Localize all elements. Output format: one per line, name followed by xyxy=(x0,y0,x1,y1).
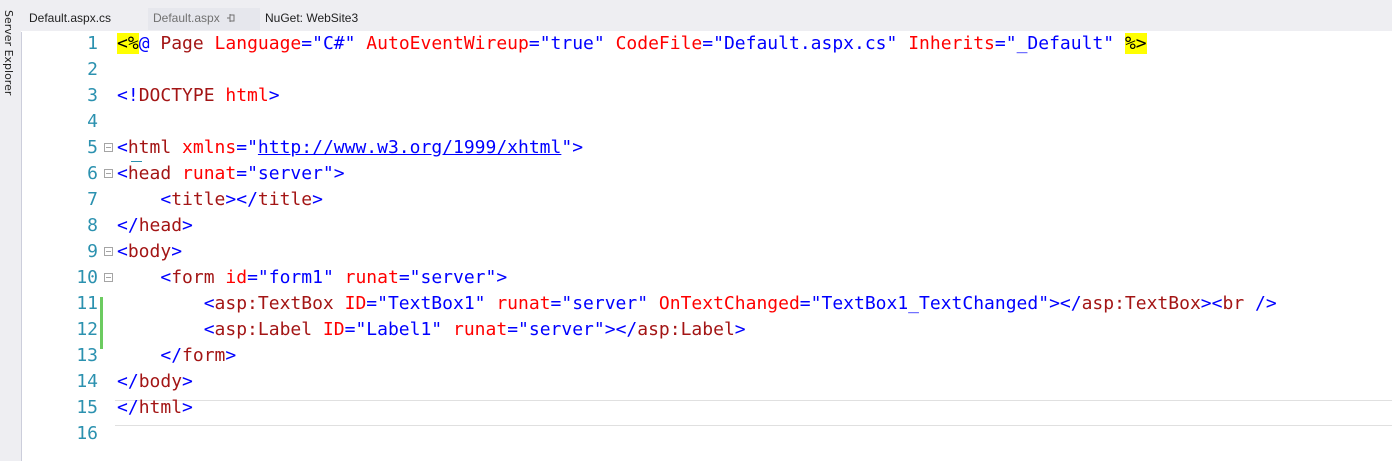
current-line-highlight xyxy=(115,400,1392,426)
collapse-icon[interactable] xyxy=(104,273,113,282)
line-number: 4 xyxy=(87,111,98,132)
editor-margin xyxy=(22,31,40,461)
xmlns-link[interactable]: http://www.w3.org/1999/xhtml xyxy=(257,137,562,158)
code-line-16[interactable]: 16 xyxy=(40,421,1392,447)
collapse-icon[interactable] xyxy=(104,169,113,178)
code-line-11[interactable]: 11 <asp:TextBox ID="TextBox1" runat="ser… xyxy=(40,291,1392,317)
line-number: 2 xyxy=(87,59,98,80)
line-number: 1 xyxy=(87,33,98,54)
line-number: 9 xyxy=(87,241,98,262)
code-line-10[interactable]: 10 <form id="form1" runat="server"> xyxy=(40,265,1392,291)
collapse-icon[interactable] xyxy=(104,247,113,256)
code-text[interactable]: <body> xyxy=(117,241,183,262)
code-line-12[interactable]: 12 <asp:Label ID="Label1" runat="server"… xyxy=(40,317,1392,343)
active-tab-background xyxy=(148,8,260,30)
line-number: 16 xyxy=(76,423,98,444)
pin-icon[interactable] xyxy=(227,13,236,23)
code-text[interactable]: <form id="form1" runat="server"> xyxy=(160,267,508,288)
code-text[interactable]: <%@ Page Language="C#" AutoEventWireup="… xyxy=(117,33,1147,54)
code-line-1[interactable]: 1 <%@ Page Language="C#" AutoEventWireup… xyxy=(40,31,1392,57)
line-number: 8 xyxy=(87,215,98,236)
code-line-7[interactable]: 7 <title></title> xyxy=(40,187,1392,213)
line-number: 14 xyxy=(76,371,98,392)
server-explorer-panel[interactable]: Server Explorer xyxy=(0,0,22,461)
code-text[interactable]: </body> xyxy=(117,371,193,392)
code-line-15[interactable]: 15 </html> xyxy=(40,395,1392,421)
code-text[interactable]: <!DOCTYPE html> xyxy=(117,85,280,106)
code-text[interactable]: </form> xyxy=(160,345,237,366)
line-number: 12 xyxy=(76,319,98,340)
line-number: 15 xyxy=(76,397,98,418)
code-text[interactable]: </head> xyxy=(117,215,193,236)
line-number: 6 xyxy=(87,163,98,184)
squiggle-marker xyxy=(131,159,142,162)
tab-default-aspx[interactable]: Default.aspx xyxy=(153,11,220,25)
code-text[interactable]: <head runat="server"> xyxy=(117,163,345,184)
code-editor[interactable]: 1 <%@ Page Language="C#" AutoEventWireup… xyxy=(40,31,1392,461)
code-line-4[interactable]: 4 xyxy=(40,109,1392,135)
code-line-6[interactable]: 6 <head runat="server"> xyxy=(40,161,1392,187)
code-line-3[interactable]: 3 <!DOCTYPE html> xyxy=(40,83,1392,109)
code-line-2[interactable]: 2 xyxy=(40,57,1392,83)
code-line-14[interactable]: 14 </body> xyxy=(40,369,1392,395)
tab-nuget-website3[interactable]: NuGet: WebSite3 xyxy=(265,11,359,25)
line-number: 5 xyxy=(87,137,98,158)
code-text[interactable]: </html> xyxy=(117,397,193,418)
document-tab-bar: Default.aspx.cs Default.aspx NuGet: WebS… xyxy=(21,0,1392,32)
line-number: 11 xyxy=(76,293,98,314)
line-number: 10 xyxy=(76,267,98,288)
line-number: 7 xyxy=(87,189,98,210)
code-line-13[interactable]: 13 </form> xyxy=(40,343,1392,369)
line-number: 13 xyxy=(76,345,98,366)
collapse-icon[interactable] xyxy=(104,143,113,152)
code-line-8[interactable]: 8 </head> xyxy=(40,213,1392,239)
code-text[interactable]: <title></title> xyxy=(160,189,323,210)
change-marker xyxy=(100,297,103,349)
code-text[interactable]: <asp:TextBox ID="TextBox1" runat="server… xyxy=(203,293,1277,314)
line-number: 3 xyxy=(87,85,98,106)
code-line-5[interactable]: 5 <html xmlns="http://www.w3.org/1999/xh… xyxy=(40,135,1392,162)
code-text[interactable]: <html xmlns="http://www.w3.org/1999/xhtm… xyxy=(117,137,584,158)
code-line-9[interactable]: 9 <body> xyxy=(40,239,1392,265)
tab-default-aspx-cs[interactable]: Default.aspx.cs xyxy=(29,11,112,25)
code-text[interactable]: <asp:Label ID="Label1" runat="server"></… xyxy=(203,319,746,340)
server-explorer-label[interactable]: Server Explorer xyxy=(2,10,15,96)
